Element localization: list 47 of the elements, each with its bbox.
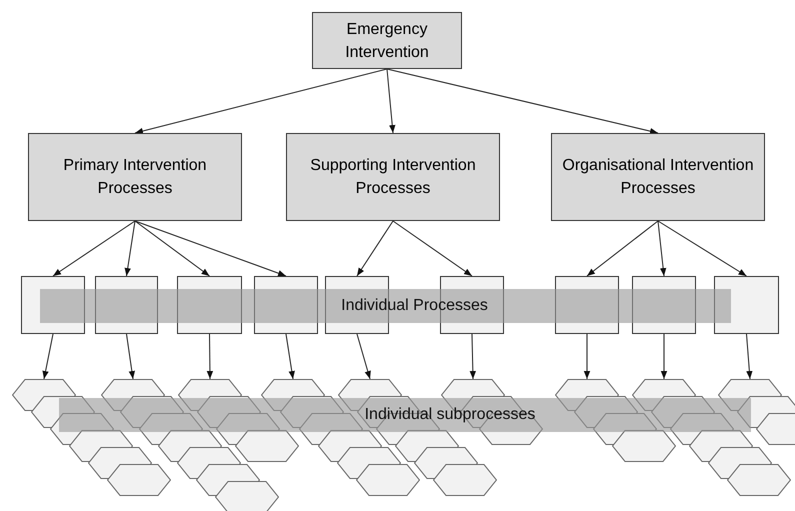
arrow [584, 334, 590, 380]
arrow [470, 334, 476, 380]
arrow [660, 334, 668, 380]
band-label: Individual Processes [341, 296, 488, 316]
arrow [206, 334, 214, 380]
arrow [134, 220, 286, 276]
process-box [177, 276, 242, 334]
process-box [95, 276, 158, 334]
arrow [586, 220, 658, 276]
subprocess-hexagon [356, 464, 420, 496]
subprocess-hexagon [215, 481, 279, 511]
arrow [386, 68, 396, 134]
process-box [254, 276, 318, 334]
band-label: Individual subprocesses [364, 405, 536, 425]
process-box [714, 276, 779, 334]
arrow [134, 220, 210, 276]
process-box [632, 276, 696, 334]
grouping-band [59, 398, 751, 432]
process-box [21, 276, 85, 334]
box-label: Supporting Intervention Processes [309, 156, 477, 199]
process-box [555, 276, 619, 334]
box-label: Emergency Intervention [344, 20, 430, 62]
arrow [356, 220, 394, 276]
process-box [551, 133, 765, 221]
subprocess-hexagon [235, 430, 299, 462]
arrow [126, 334, 136, 380]
subprocess-hexagon [433, 464, 497, 496]
box-label: Primary Intervention Processes [62, 156, 208, 199]
arrow [124, 220, 136, 276]
arrow [356, 334, 371, 380]
arrow [658, 220, 666, 276]
arrow [386, 68, 658, 134]
arrow [746, 334, 753, 380]
arrow [52, 220, 136, 276]
process-box [312, 12, 462, 69]
grouping-band [40, 289, 731, 323]
process-box [28, 133, 242, 221]
arrow [134, 68, 388, 134]
arrow [286, 334, 295, 380]
arrow [392, 220, 472, 276]
arrow [42, 334, 54, 380]
subprocess-hexagon [612, 430, 676, 462]
process-box [286, 133, 500, 221]
subprocess-hexagon [107, 464, 171, 496]
arrow [658, 220, 747, 276]
box-label: Organisational Intervention Processes [561, 156, 755, 199]
subprocess-hexagon [727, 464, 791, 496]
